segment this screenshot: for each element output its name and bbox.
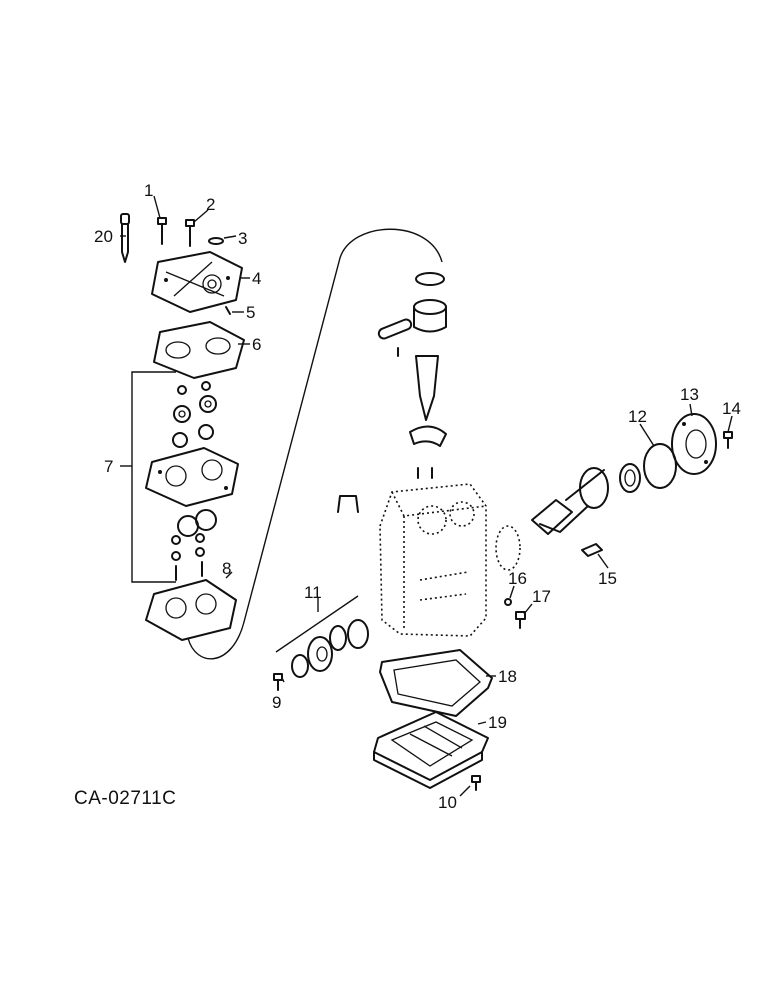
part-10-plug <box>471 775 481 791</box>
callout-10: 10 <box>438 793 457 812</box>
callout-2: 2 <box>206 195 215 214</box>
part-1-bolt <box>157 217 167 245</box>
diagram-code: CA-02711C <box>74 788 176 809</box>
part-11-bracket <box>275 595 359 653</box>
callout-11: 11 <box>304 583 322 602</box>
part-12-o-ring <box>643 443 677 489</box>
part-17-bolt <box>515 611 526 629</box>
part-18-gasket <box>379 649 493 717</box>
callout-9: 9 <box>272 693 281 712</box>
callout-12: 12 <box>628 407 647 426</box>
part-8-gasket <box>145 579 237 641</box>
callout-6: 6 <box>252 335 261 354</box>
callout-13: 13 <box>680 385 699 404</box>
piston-group <box>377 272 447 479</box>
part-6-gasket <box>153 321 245 379</box>
callout-1: 1 <box>144 181 153 200</box>
callout-17: 17 <box>532 587 551 606</box>
connection-curve <box>187 228 443 660</box>
part-11-seal-assembly <box>291 619 369 678</box>
callout-8: 8 <box>222 559 231 578</box>
part-9-bolt <box>273 673 283 691</box>
part-14-bolt <box>723 431 733 449</box>
callout-4: 4 <box>252 269 261 288</box>
part-13-end-cover <box>671 413 717 475</box>
bearing <box>619 463 641 493</box>
part-15-key <box>581 543 603 557</box>
part-3-washer <box>208 237 224 245</box>
part-19-bottom-plate <box>373 711 489 789</box>
callout-3: 3 <box>238 229 247 248</box>
callout-18: 18 <box>498 667 517 686</box>
part-7-valve-plate-assembly <box>145 381 239 581</box>
part-7-bracket <box>131 371 176 583</box>
leader-lines <box>120 195 733 797</box>
callout-20: 20 <box>94 227 113 246</box>
part-4-cylinder-head <box>151 251 243 313</box>
crankcase-body <box>337 483 487 637</box>
shaft-gear <box>495 525 521 571</box>
part-16-plug <box>504 598 512 606</box>
callout-5: 5 <box>246 303 255 322</box>
callout-15: 15 <box>598 569 617 588</box>
callout-16: 16 <box>508 569 527 588</box>
part-20-pin <box>120 213 130 263</box>
part-2-bolt <box>185 219 195 247</box>
callout-19: 19 <box>488 713 507 732</box>
crankshaft <box>531 467 609 535</box>
part-5-dowel-pin <box>225 306 231 315</box>
callout-labels: 1 2 3 4 5 6 7 8 9 10 11 12 13 14 15 16 1… <box>94 181 741 812</box>
callout-14: 14 <box>722 399 741 418</box>
callout-7: 7 <box>104 457 113 476</box>
